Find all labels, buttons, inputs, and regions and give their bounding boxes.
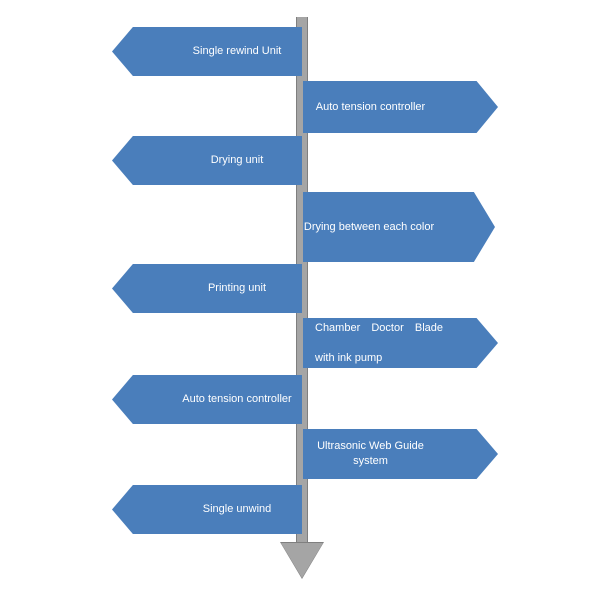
left-branch-arrow-3[interactable]: Printing unit (112, 264, 302, 313)
right-branch-arrow-4[interactable]: Ultrasonic Web Guide system (303, 429, 498, 479)
left-branch-label-4: Auto tension controller (182, 393, 292, 405)
right-branch-label-3: Chamber Doctor Blade with ink pump (303, 318, 443, 368)
left-branch-label-2: Drying unit (210, 154, 264, 166)
right-branch-label-2: Drying between each color (303, 220, 435, 233)
left-branch-label-5: Single unwind (202, 503, 272, 515)
main-flow-arrowhead (281, 543, 323, 578)
right-branch-arrow-1[interactable]: Auto tension controller (303, 81, 498, 133)
left-branch-arrow-1[interactable]: Single rewind Unit (112, 27, 302, 76)
right-branch-label-3-line1: Chamber Doctor Blade (315, 321, 443, 334)
right-branch-label-4: Ultrasonic Web Guide system (317, 440, 424, 467)
left-branch-label-1: Single rewind Unit (192, 45, 282, 57)
right-branch-arrow-3[interactable]: Chamber Doctor Blade with ink pump (303, 318, 498, 368)
right-branch-label-3-line2: with ink pump (315, 351, 383, 364)
right-branch-label-1: Auto tension controller (315, 100, 426, 113)
right-branch-arrow-2[interactable]: Drying between each color (303, 192, 495, 262)
left-branch-arrow-2[interactable]: Drying unit (112, 136, 302, 185)
left-branch-arrow-4[interactable]: Auto tension controller (112, 375, 302, 424)
left-branch-label-3: Printing unit (207, 282, 267, 294)
left-branch-arrow-5[interactable]: Single unwind (112, 485, 302, 534)
